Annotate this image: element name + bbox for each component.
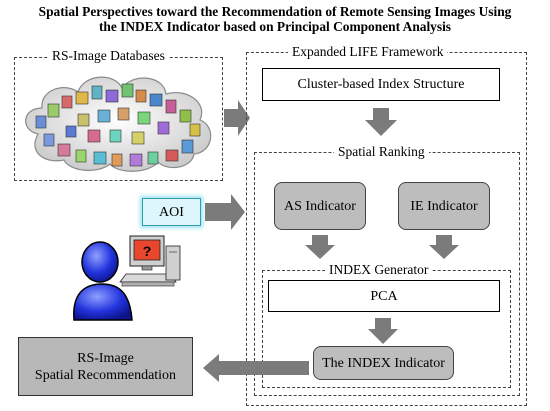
- screen-question-mark: ?: [143, 243, 152, 259]
- arrow-ie-to-generator: [429, 235, 459, 259]
- databases-group-label: RS-Image Databases: [48, 48, 169, 64]
- arrow-databases-to-framework: [224, 100, 250, 136]
- spatial-ranking-group-label: Spatial Ranking: [334, 144, 429, 160]
- aoi-box: AOI: [142, 198, 201, 226]
- spatial-recommendation-line1: RS-Image: [77, 350, 134, 366]
- arrow-pca-to-index: [368, 318, 398, 344]
- arrow-cluster-to-ranking: [365, 108, 397, 136]
- cluster-index-structure-box: Cluster-based Index Structure: [262, 68, 500, 101]
- pca-box: PCA: [268, 280, 500, 312]
- arrow-index-to-recommendation: [203, 354, 309, 382]
- arrow-aoi-to-ranking: [205, 194, 245, 230]
- index-indicator-box: The INDEX Indicator: [313, 346, 454, 380]
- database-cloud-icon: [25, 76, 212, 172]
- user-at-computer-icon: ?: [73, 235, 181, 321]
- diagram-title-line1: Spatial Perspectives toward the Recommen…: [38, 4, 512, 19]
- spatial-recommendation-line2: Spatial Recommendation: [34, 367, 177, 383]
- as-indicator-box: AS Indicator: [274, 182, 366, 230]
- index-generator-group-label: INDEX Generator: [325, 262, 433, 278]
- life-framework-group-label: Expanded LIFE Framework: [288, 44, 448, 60]
- spatial-recommendation-box: RS-Image Spatial Recommendation: [18, 337, 193, 396]
- ie-indicator-box: IE Indicator: [398, 182, 490, 230]
- arrow-as-to-generator: [305, 235, 335, 259]
- diagram-title-line2: the INDEX Indicator based on Principal C…: [98, 19, 452, 34]
